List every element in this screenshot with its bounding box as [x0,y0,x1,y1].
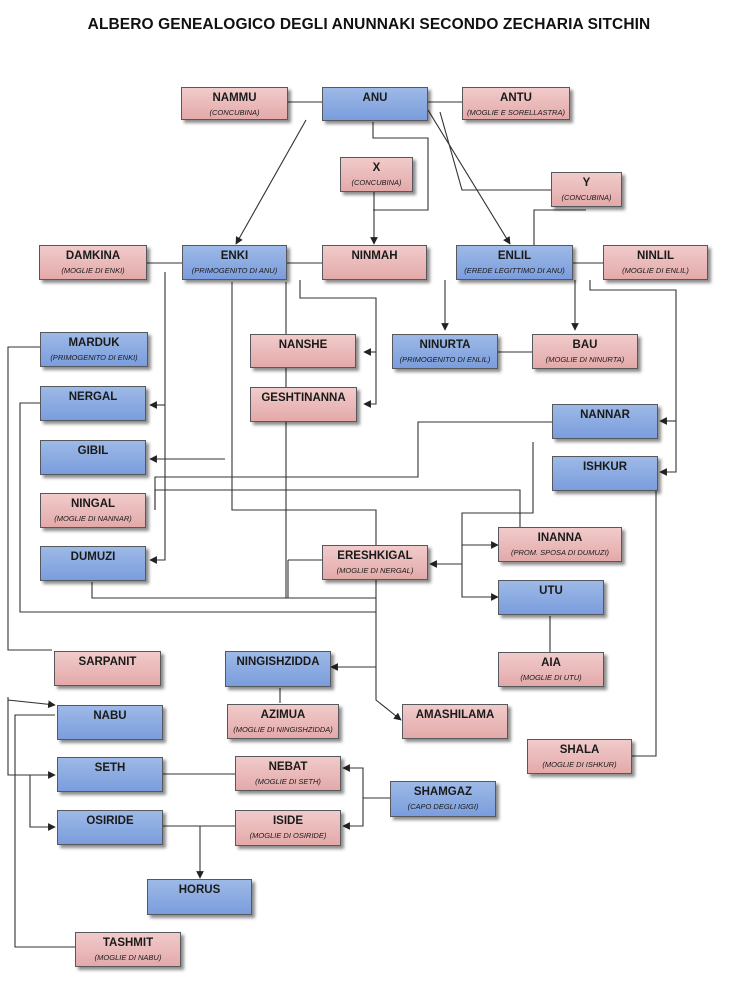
node-subtitle: (MOGLIE DI NERGAL) [336,566,414,575]
node-name: ANTU [500,92,532,104]
node-osiride: OSIRIDE [57,810,163,845]
node-nebat: NEBAT (MOGLIE DI SETH) [235,756,341,791]
node-name: ENLIL [497,250,532,262]
node-enlil: ENLIL (EREDE LEGITTIMO DI ANU) [456,245,573,280]
node-utu: UTU [498,580,604,615]
node-subtitle: (MOGLIE E SORELLASTRA) [467,108,565,117]
node-subtitle: (CONCUBINA) [209,108,260,117]
node-subtitle: (PRIMOGENITO DI ENLIL) [399,355,491,364]
node-aia: AIA (MOGLIE DI UTU) [498,652,604,687]
node-iside: ISIDE (MOGLIE DI OSIRIDE) [235,810,341,846]
node-azimua: AZIMUA (MOGLIE DI NINGISHZIDDA) [227,704,339,739]
node-marduk: MARDUK (PRIMOGENITO DI ENKI) [40,332,148,367]
node-name: INANNA [537,532,583,544]
node-name: SHAMGAZ [413,786,473,798]
node-ningishzidda: NINGISHZIDDA [225,651,331,687]
node-subtitle: (MOGLIE DI NINURTA) [545,355,625,364]
node-name: ANU [362,92,388,104]
node-ereshkigal: ERESHKIGAL (MOGLIE DI NERGAL) [322,545,428,580]
node-seth: SETH [57,757,163,792]
node-dumuzi: DUMUZI [40,546,146,581]
node-gibil: GIBIL [40,440,146,475]
node-ninmah: NINMAH [322,245,427,280]
node-amashilama: AMASHILAMA [402,704,508,739]
node-ninlil: NINLIL (MOGLIE DI ENLIL) [603,245,708,280]
node-subtitle: (CONCUBINA) [561,193,612,202]
node-name: NABU [93,710,127,722]
node-subtitle: (MOGLIE DI NANNAR) [54,514,132,523]
node-name: Y [582,177,591,189]
node-name: NEBAT [268,761,308,773]
node-horus: HORUS [147,879,252,915]
node-subtitle: (MOGLIE DI ENKI) [61,266,125,275]
node-name: SETH [94,762,126,774]
node-geshtinanna: GESHTINANNA [250,387,357,422]
node-name: NINGAL [70,498,116,510]
node-inanna: INANNA (PROM. SPOSA DI DUMUZI) [498,527,622,562]
node-subtitle: (MOGLIE DI SETH) [255,777,321,786]
node-name: TASHMIT [102,937,154,949]
node-name: AIA [541,657,561,669]
node-subtitle: (CAPO DEGLI IGIGI) [407,802,479,811]
node-y: Y (CONCUBINA) [551,172,622,207]
node-subtitle: (CONCUBINA) [351,178,402,187]
node-name: AZIMUA [260,709,306,721]
node-name: SARPANIT [78,656,137,668]
node-subtitle: (PROM. SPOSA DI DUMUZI) [510,548,610,557]
node-sarpanit: SARPANIT [54,651,161,686]
node-name: NAMMU [212,92,257,104]
node-name: NERGAL [68,391,118,403]
page-title: ALBERO GENEALOGICO DEGLI ANUNNAKI SECOND… [87,16,651,33]
node-ishkur: ISHKUR [552,456,658,491]
node-subtitle: (MOGLIE DI ENLIL) [622,266,689,275]
node-subtitle: (MOGLIE DI NINGISHZIDDA) [233,725,333,734]
node-name: ERESHKIGAL [337,550,413,562]
node-name: GIBIL [77,445,109,457]
node-name: GESHTINANNA [261,392,346,404]
node-antu: ANTU (MOGLIE E SORELLASTRA) [462,87,570,120]
node-name: BAU [572,339,598,351]
node-name: SHALA [559,744,600,756]
node-bau: BAU (MOGLIE DI NINURTA) [532,334,638,369]
node-nannar: NANNAR [552,404,658,439]
node-subtitle: (PRIMOGENITO DI ENKI) [50,353,138,362]
node-name: X [372,162,381,174]
node-tashmit: TASHMIT (MOGLIE DI NABU) [75,932,181,967]
node-subtitle: (MOGLIE DI NABU) [94,953,162,962]
node-name: NINMAH [351,250,398,262]
node-shala: SHALA (MOGLIE DI ISHKUR) [527,739,632,774]
node-subtitle: (MOGLIE DI OSIRIDE) [249,831,327,840]
node-enki: ENKI (PRIMOGENITO DI ANU) [182,245,287,280]
node-name: HORUS [178,884,221,896]
node-shamgaz: SHAMGAZ (CAPO DEGLI IGIGI) [390,781,496,817]
node-ninurta: NINURTA (PRIMOGENITO DI ENLIL) [392,334,498,369]
node-name: NANSHE [278,339,328,351]
node-subtitle: (EREDE LEGITTIMO DI ANU) [464,266,565,275]
node-name: NANNAR [580,409,630,421]
node-subtitle: (MOGLIE DI ISHKUR) [542,760,617,769]
node-name: AMASHILAMA [415,709,495,721]
node-name: DUMUZI [70,551,116,563]
node-name: ENKI [220,250,249,262]
node-nammu: NAMMU (CONCUBINA) [181,87,288,120]
node-name: NINLIL [636,250,675,262]
node-damkina: DAMKINA (MOGLIE DI ENKI) [39,245,147,280]
node-name: DAMKINA [65,250,121,262]
node-ningal: NINGAL (MOGLIE DI NANNAR) [40,493,146,528]
node-name: ISIDE [272,815,304,827]
node-name: MARDUK [68,337,120,349]
node-anu: ANU [322,87,428,121]
node-nergal: NERGAL [40,386,146,421]
node-name: ISHKUR [582,461,628,473]
node-name: OSIRIDE [86,815,134,827]
node-name: UTU [539,585,563,597]
node-subtitle: (MOGLIE DI UTU) [520,673,582,682]
node-nabu: NABU [57,705,163,740]
node-name: NINURTA [419,339,471,351]
node-x: X (CONCUBINA) [340,157,413,192]
node-nanshe: NANSHE [250,334,356,368]
node-subtitle: (PRIMOGENITO DI ANU) [191,266,278,275]
node-name: NINGISHZIDDA [236,656,320,668]
